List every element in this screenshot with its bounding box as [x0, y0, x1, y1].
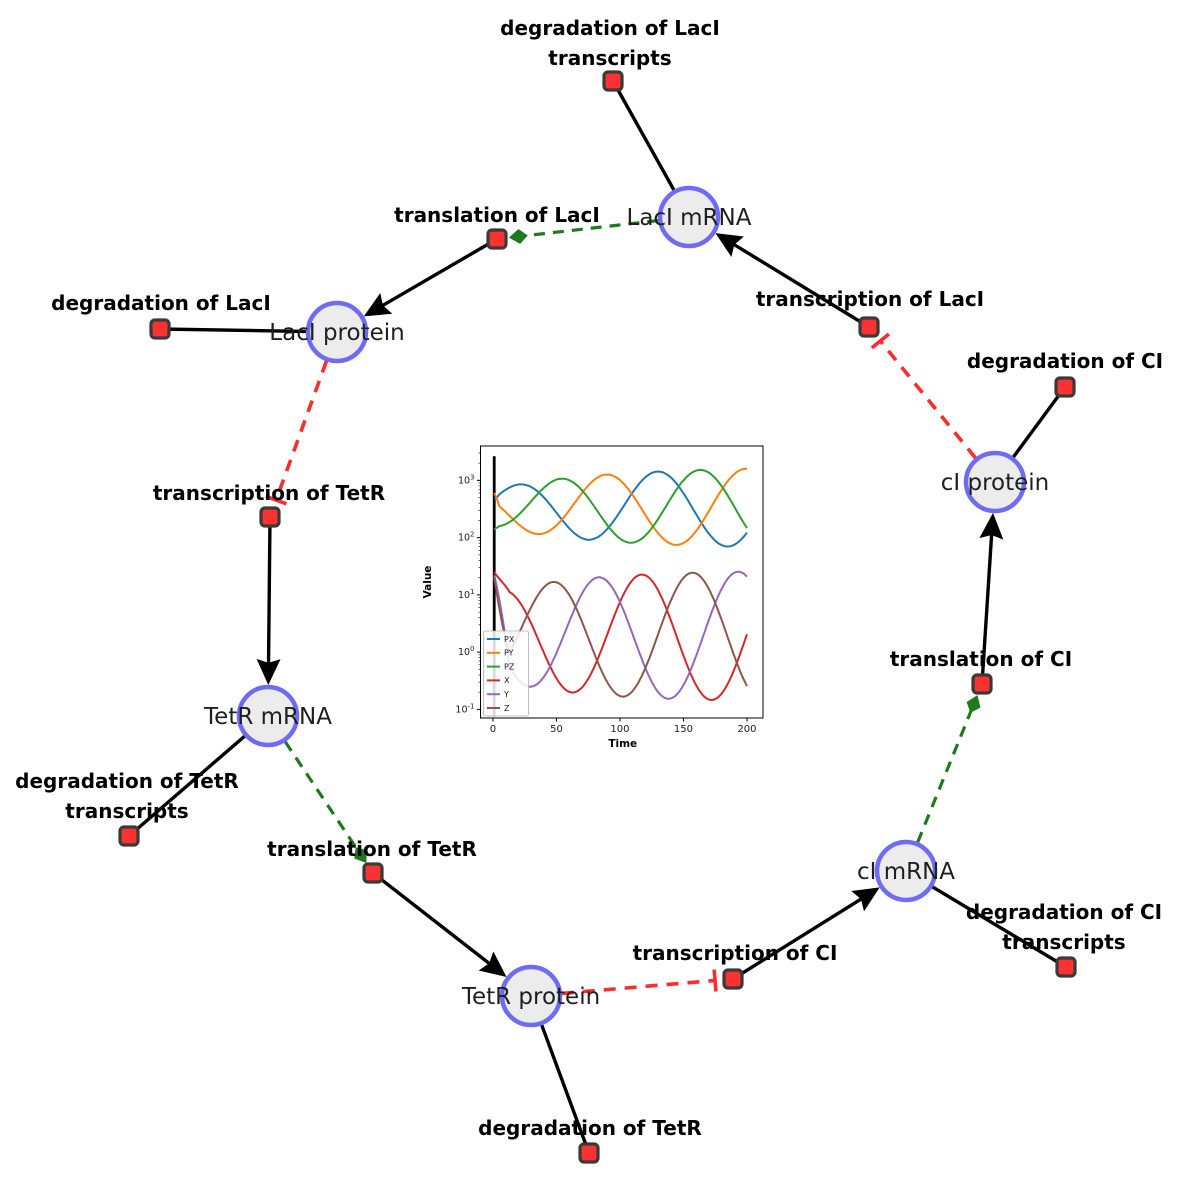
reaction-label-deg_ci_tx: transcripts [1002, 930, 1125, 954]
reaction-label-transl_ci: translation of CI [890, 647, 1072, 671]
edge-tetr_mrna-transl_tetr [283, 740, 360, 852]
reaction-label-deg_laci: degradation of LacI [51, 291, 271, 315]
nodes-layer [118, 70, 1077, 1164]
reaction-label-transl_tetr: translation of TetR [267, 837, 477, 861]
reaction-node-deg_ci[interactable] [1054, 376, 1076, 398]
series-PX [493, 470, 748, 548]
species-node-tetr_mrna[interactable] [236, 684, 300, 748]
edge-transl_laci-laci_protein [378, 237, 498, 309]
edge-transl_tetr-tetr_protein-arrowhead [478, 951, 507, 977]
edge-tx_tetr-tetr_mrna-arrowhead [256, 658, 281, 686]
edge-laci_mrna-transl_laci [523, 218, 659, 238]
y-tick-label: 102 [458, 531, 475, 544]
edge-transl_ci-ci_protein [980, 530, 994, 685]
edge-ci_mrna-transl_ci-arrowhead [966, 695, 981, 713]
edge-tx_laci-laci_mrna [730, 241, 870, 329]
edge-laci_protein-tx_tetr [274, 360, 329, 501]
reaction-node-deg_tetr_tx[interactable] [118, 825, 140, 847]
species-node-laci_protein[interactable] [305, 300, 369, 364]
reaction-label-transl_laci: translation of LacI [394, 203, 600, 227]
series-X [493, 571, 748, 701]
edge-tetr_mrna-transl_tetr-arrowhead [354, 847, 367, 864]
species-node-ci_protein[interactable] [963, 450, 1027, 514]
edge-tx_ci-ci_mrna [732, 895, 866, 981]
series-Y [493, 570, 748, 700]
y-tick-label: 10-1 [455, 702, 474, 715]
legend-label-Z: Z [504, 704, 510, 713]
reaction-node-transl_laci[interactable] [486, 228, 508, 250]
x-tick-label: 200 [737, 724, 756, 735]
species-label-ci_mrna: cI mRNA [857, 859, 955, 885]
reaction-node-deg_laci_tx[interactable] [602, 70, 624, 92]
reaction-label-tx_ci: transcription of CI [633, 941, 838, 965]
x-tick-label: 100 [610, 724, 629, 735]
y-tick-label: 101 [458, 588, 475, 601]
species-label-ci_protein: cI protein [941, 470, 1050, 496]
edge-tx_ci-ci_mrna-arrowhead [851, 887, 880, 912]
edge-transl_ci-ci_protein-arrowhead [979, 512, 1004, 540]
legend-label-PY: PY [504, 649, 514, 658]
y-tick-label: 103 [458, 473, 475, 486]
reaction-label-deg_tetr_tx: degradation of TetR [15, 769, 239, 793]
series-PZ [493, 468, 748, 544]
edge-tetr_protein-tx_ci-tbar [712, 969, 718, 992]
species-label-tetr_protein: TetR protein [461, 984, 600, 1010]
y-axis-label: Value [422, 566, 434, 599]
edge-transl_laci-laci_protein-arrowhead [363, 292, 393, 317]
series-Z [493, 571, 748, 698]
species-node-ci_mrna[interactable] [874, 839, 938, 903]
reaction-node-tx_laci[interactable] [858, 316, 880, 338]
reaction-label-tx_laci: transcription of LacI [756, 287, 984, 311]
edge-laci_protein-tx_tetr-tbar [265, 494, 288, 506]
reaction-node-transl_ci[interactable] [971, 673, 993, 695]
species-node-laci_mrna[interactable] [657, 185, 721, 249]
legend-label-Y: Y [503, 690, 509, 699]
edge-laci_mrna-transl_laci-arrowhead [508, 228, 528, 244]
reaction-label-deg_tetr_tx: transcripts [65, 799, 188, 823]
legend-label-PX: PX [504, 635, 515, 644]
reaction-label-deg_laci_tx: transcripts [548, 46, 671, 70]
edge-tx_laci-laci_mrna-arrowhead [715, 233, 744, 257]
edge-transl_tetr-tetr_protein [371, 871, 494, 968]
reaction-label-tx_tetr: transcription of TetR [153, 481, 385, 505]
reaction-node-deg_tetr[interactable] [578, 1142, 600, 1164]
edge-tetr_protein-tx_ci [561, 978, 716, 996]
reaction-label-deg_ci: degradation of CI [967, 349, 1163, 373]
legend-label-PZ: PZ [504, 662, 515, 671]
reaction-label-deg_ci_tx: degradation of CI [966, 900, 1162, 924]
species-node-tetr_protein[interactable] [499, 964, 563, 1028]
reaction-node-tx_ci[interactable] [722, 968, 744, 990]
species-label-laci_mrna: LacI mRNA [627, 205, 752, 231]
series-PY [493, 467, 747, 546]
legend-label-X: X [504, 676, 510, 685]
reaction-label-deg_tetr: degradation of TetR [478, 1116, 702, 1140]
edge-ci_protein-tx_laci-tbar [870, 332, 891, 350]
species-label-tetr_mrna: TetR mRNA [203, 704, 332, 730]
reaction-node-transl_tetr[interactable] [362, 862, 384, 884]
edge-ci_protein-tx_laci [878, 339, 977, 460]
x-tick-label: 150 [674, 724, 693, 735]
x-tick-label: 0 [490, 724, 496, 735]
reaction-node-deg_ci_tx[interactable] [1055, 956, 1077, 978]
species-label-laci_protein: LacI protein [269, 320, 404, 346]
edge-tx_tetr-tetr_mrna [266, 516, 272, 667]
edge-ci_mrna-transl_ci [916, 708, 974, 843]
x-axis-label: Time [608, 738, 637, 750]
reaction-label-deg_laci_tx: degradation of LacI [500, 16, 720, 40]
y-tick-label: 100 [458, 645, 475, 658]
reaction-node-deg_laci[interactable] [149, 318, 171, 340]
reaction-node-tx_tetr[interactable] [259, 506, 281, 528]
x-tick-label: 50 [550, 724, 563, 735]
